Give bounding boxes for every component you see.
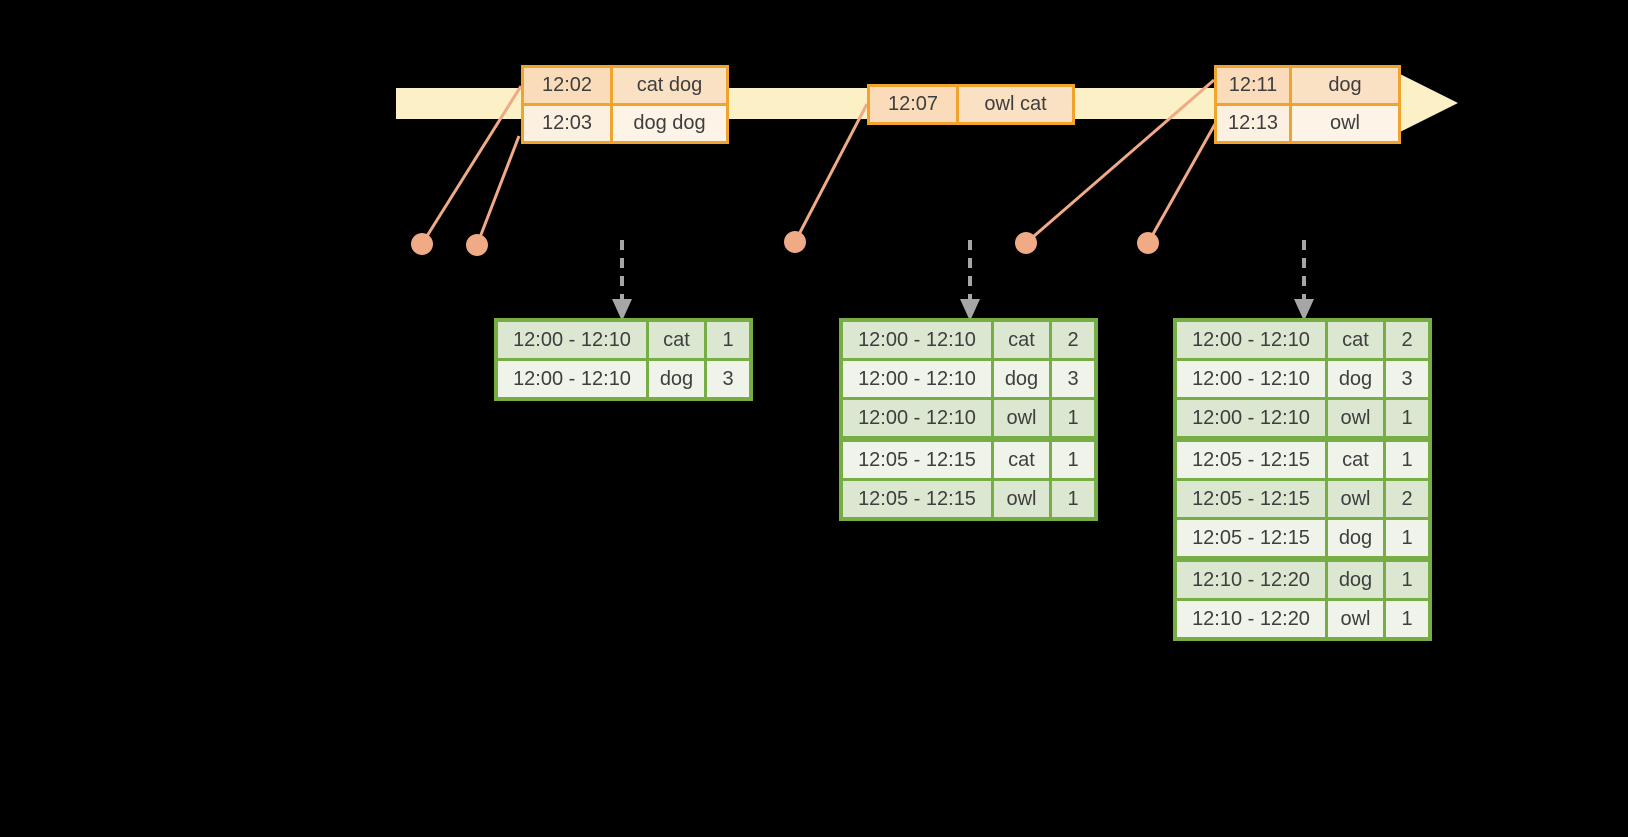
event-table: 12:11 dog 12:13 owl (1214, 65, 1401, 144)
word-cell: dog (994, 361, 1049, 397)
count-cell: 1 (1386, 400, 1428, 436)
count-cell: 1 (707, 322, 749, 358)
timeline-arrowhead-icon (1398, 73, 1458, 133)
event-time-cell: 12:02 (524, 68, 610, 103)
window-cell: 12:05 - 12:15 (1177, 481, 1325, 517)
word-cell: owl (1328, 481, 1383, 517)
table-row: 12:10 - 12:20 dog 1 (1177, 562, 1428, 598)
window-cell: 12:00 - 12:10 (498, 322, 646, 358)
trigger-arrow-icon (960, 240, 980, 321)
table-row: 12:00 - 12:10 dog 3 (498, 361, 749, 397)
window-cell: 12:00 - 12:10 (498, 361, 646, 397)
window-cell: 12:05 - 12:15 (1177, 520, 1325, 556)
table-row: 12:10 - 12:20 owl 1 (1177, 601, 1428, 637)
window-cell: 12:00 - 12:10 (843, 322, 991, 358)
count-cell: 1 (1386, 520, 1428, 556)
word-cell: dog (1328, 361, 1383, 397)
event-dot (784, 231, 806, 253)
event-words-cell: owl cat (959, 87, 1072, 122)
result-table: 12:00 - 12:10 cat 2 12:00 - 12:10 dog 3 … (839, 318, 1098, 521)
count-cell: 3 (1052, 361, 1094, 397)
table-row: 12:05 - 12:15 cat 1 (843, 442, 1094, 478)
table-row: 12:00 - 12:10 owl 1 (843, 400, 1094, 436)
event-row: 12:07 owl cat (870, 87, 1072, 122)
word-cell: dog (649, 361, 704, 397)
table-row: 12:00 - 12:10 cat 1 (498, 322, 749, 358)
word-cell: owl (1328, 601, 1383, 637)
event-dot (1015, 232, 1037, 254)
table-row: 12:05 - 12:15 owl 1 (843, 481, 1094, 517)
table-row: 12:00 - 12:10 dog 3 (1177, 361, 1428, 397)
table-row: 12:00 - 12:10 cat 2 (1177, 322, 1428, 358)
table-row: 12:05 - 12:15 cat 1 (1177, 442, 1428, 478)
word-cell: cat (1328, 322, 1383, 358)
table-row: 12:00 - 12:10 owl 1 (1177, 400, 1428, 436)
connector-line (1146, 116, 1221, 244)
event-dot (1137, 232, 1159, 254)
event-row: 12:03 dog dog (524, 106, 726, 141)
count-cell: 2 (1052, 322, 1094, 358)
word-cell: dog (1328, 562, 1383, 598)
result-table: 12:00 - 12:10 cat 1 12:00 - 12:10 dog 3 (494, 318, 753, 401)
window-cell: 12:05 - 12:15 (843, 481, 991, 517)
count-cell: 1 (1386, 562, 1428, 598)
event-words-cell: dog dog (613, 106, 726, 141)
window-cell: 12:10 - 12:20 (1177, 562, 1325, 598)
window-cell: 12:00 - 12:10 (1177, 361, 1325, 397)
event-row: 12:11 dog (1217, 68, 1398, 103)
count-cell: 1 (1052, 442, 1094, 478)
table-row: 12:05 - 12:15 dog 1 (1177, 520, 1428, 556)
count-cell: 2 (1386, 322, 1428, 358)
event-words-cell: cat dog (613, 68, 726, 103)
event-row: 12:02 cat dog (524, 68, 726, 103)
count-cell: 1 (1052, 481, 1094, 517)
table-row: 12:00 - 12:10 dog 3 (843, 361, 1094, 397)
word-cell: owl (1328, 400, 1383, 436)
connector-line (475, 135, 521, 246)
event-words-cell: dog (1292, 68, 1398, 103)
window-cell: 12:00 - 12:10 (1177, 400, 1325, 436)
event-table: 12:02 cat dog 12:03 dog dog (521, 65, 729, 144)
word-cell: cat (1328, 442, 1383, 478)
word-cell: owl (994, 481, 1049, 517)
table-row: 12:00 - 12:10 cat 2 (843, 322, 1094, 358)
count-cell: 3 (1386, 361, 1428, 397)
connector-line (1025, 78, 1215, 245)
word-cell: dog (1328, 520, 1383, 556)
count-cell: 1 (1386, 601, 1428, 637)
event-words-cell: owl (1292, 106, 1398, 141)
window-cell: 12:10 - 12:20 (1177, 601, 1325, 637)
event-time-cell: 12:11 (1217, 68, 1289, 103)
window-cell: 12:00 - 12:10 (843, 361, 991, 397)
window-cell: 12:00 - 12:10 (1177, 322, 1325, 358)
event-time-cell: 12:13 (1217, 106, 1289, 141)
connector-line (420, 85, 523, 245)
event-table: 12:07 owl cat (867, 84, 1075, 125)
event-time-cell: 12:07 (870, 87, 956, 122)
word-cell: cat (994, 442, 1049, 478)
count-cell: 1 (1052, 400, 1094, 436)
event-dot (466, 234, 488, 256)
result-table: 12:00 - 12:10 cat 2 12:00 - 12:10 dog 3 … (1173, 318, 1432, 641)
trigger-arrow-icon (1294, 240, 1314, 321)
connector-line (793, 103, 869, 243)
count-cell: 2 (1386, 481, 1428, 517)
word-cell: cat (994, 322, 1049, 358)
count-cell: 1 (1386, 442, 1428, 478)
event-time-cell: 12:03 (524, 106, 610, 141)
count-cell: 3 (707, 361, 749, 397)
word-cell: cat (649, 322, 704, 358)
trigger-arrow-icon (612, 240, 632, 321)
event-row: 12:13 owl (1217, 106, 1398, 141)
window-cell: 12:00 - 12:10 (843, 400, 991, 436)
word-cell: owl (994, 400, 1049, 436)
event-dot (411, 233, 433, 255)
table-row: 12:05 - 12:15 owl 2 (1177, 481, 1428, 517)
window-cell: 12:05 - 12:15 (843, 442, 991, 478)
window-cell: 12:05 - 12:15 (1177, 442, 1325, 478)
